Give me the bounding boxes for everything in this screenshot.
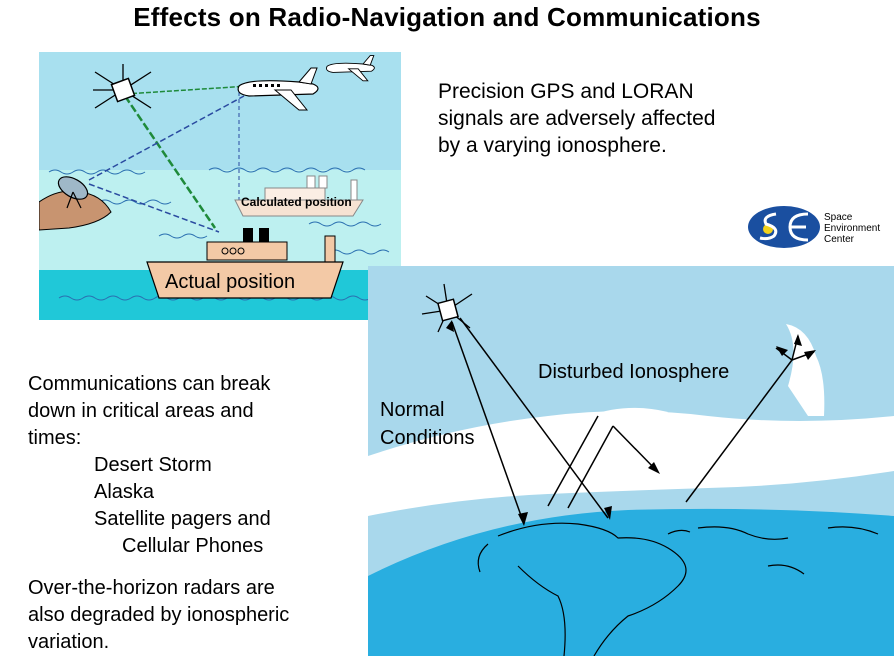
radio-navigation-illustration: Calculated position Actual position [39,52,401,320]
gps-text-line: signals are adversely affected [438,107,716,130]
signal-rays [451,317,815,525]
earth [368,508,894,656]
airplane-icon [326,55,375,82]
normal-conditions-label: Conditions [380,427,475,449]
comms-item: Desert Storm [94,454,212,476]
actual-ship [146,228,344,299]
logo-text-line: Center [824,234,855,245]
logo-text-line: Space [824,212,853,223]
comms-text-line: times: [28,427,82,449]
communications-text: Communications can break down in critica… [28,371,368,560]
continents [477,522,879,656]
calculated-ship [234,175,364,217]
page-title: Effects on Radio-Navigation and Communic… [133,2,761,32]
radar-text-line: Over-the-horizon radars are [28,577,275,599]
radar-text-line: variation. [28,631,110,653]
ionosphere-band [368,411,894,516]
logo-text: Space Environment Center [824,212,880,245]
comms-text-line: Communications can break [28,373,271,395]
comms-item: Satellite pagers and [94,508,271,530]
antenna-dish-icon [57,176,89,209]
ionosphere-illustration: Disturbed Ionosphere Normal Conditions [368,266,894,656]
radar-text: Over-the-horizon radars are also degrade… [28,575,368,656]
comms-item: Alaska [94,481,155,503]
disturbed-ionosphere-label: Disturbed Ionosphere [538,361,729,383]
arrowheads [446,320,816,526]
normal-conditions-label: Normal [380,399,444,421]
logo-globe-icon [748,206,820,248]
gps-loran-text: Precision GPS and LORAN signals are adve… [438,78,818,159]
space-environment-center-logo [748,206,820,248]
land [39,190,112,231]
comms-text-line: down in critical areas and [28,400,254,422]
actual-position-label: Actual position [165,271,295,293]
gps-text-line: Precision GPS and LORAN [438,80,694,103]
radar-text-line: also degraded by ionospheric [28,604,290,626]
satellite-icon [93,64,152,109]
satellite-icon [421,283,473,333]
comms-item: Cellular Phones [122,535,264,557]
calculated-position-label: Calculated position [241,195,352,209]
airplane-icon [237,67,319,111]
gps-text-line: by a varying ionosphere. [438,134,667,157]
logo-text-line: Environment [824,223,881,234]
